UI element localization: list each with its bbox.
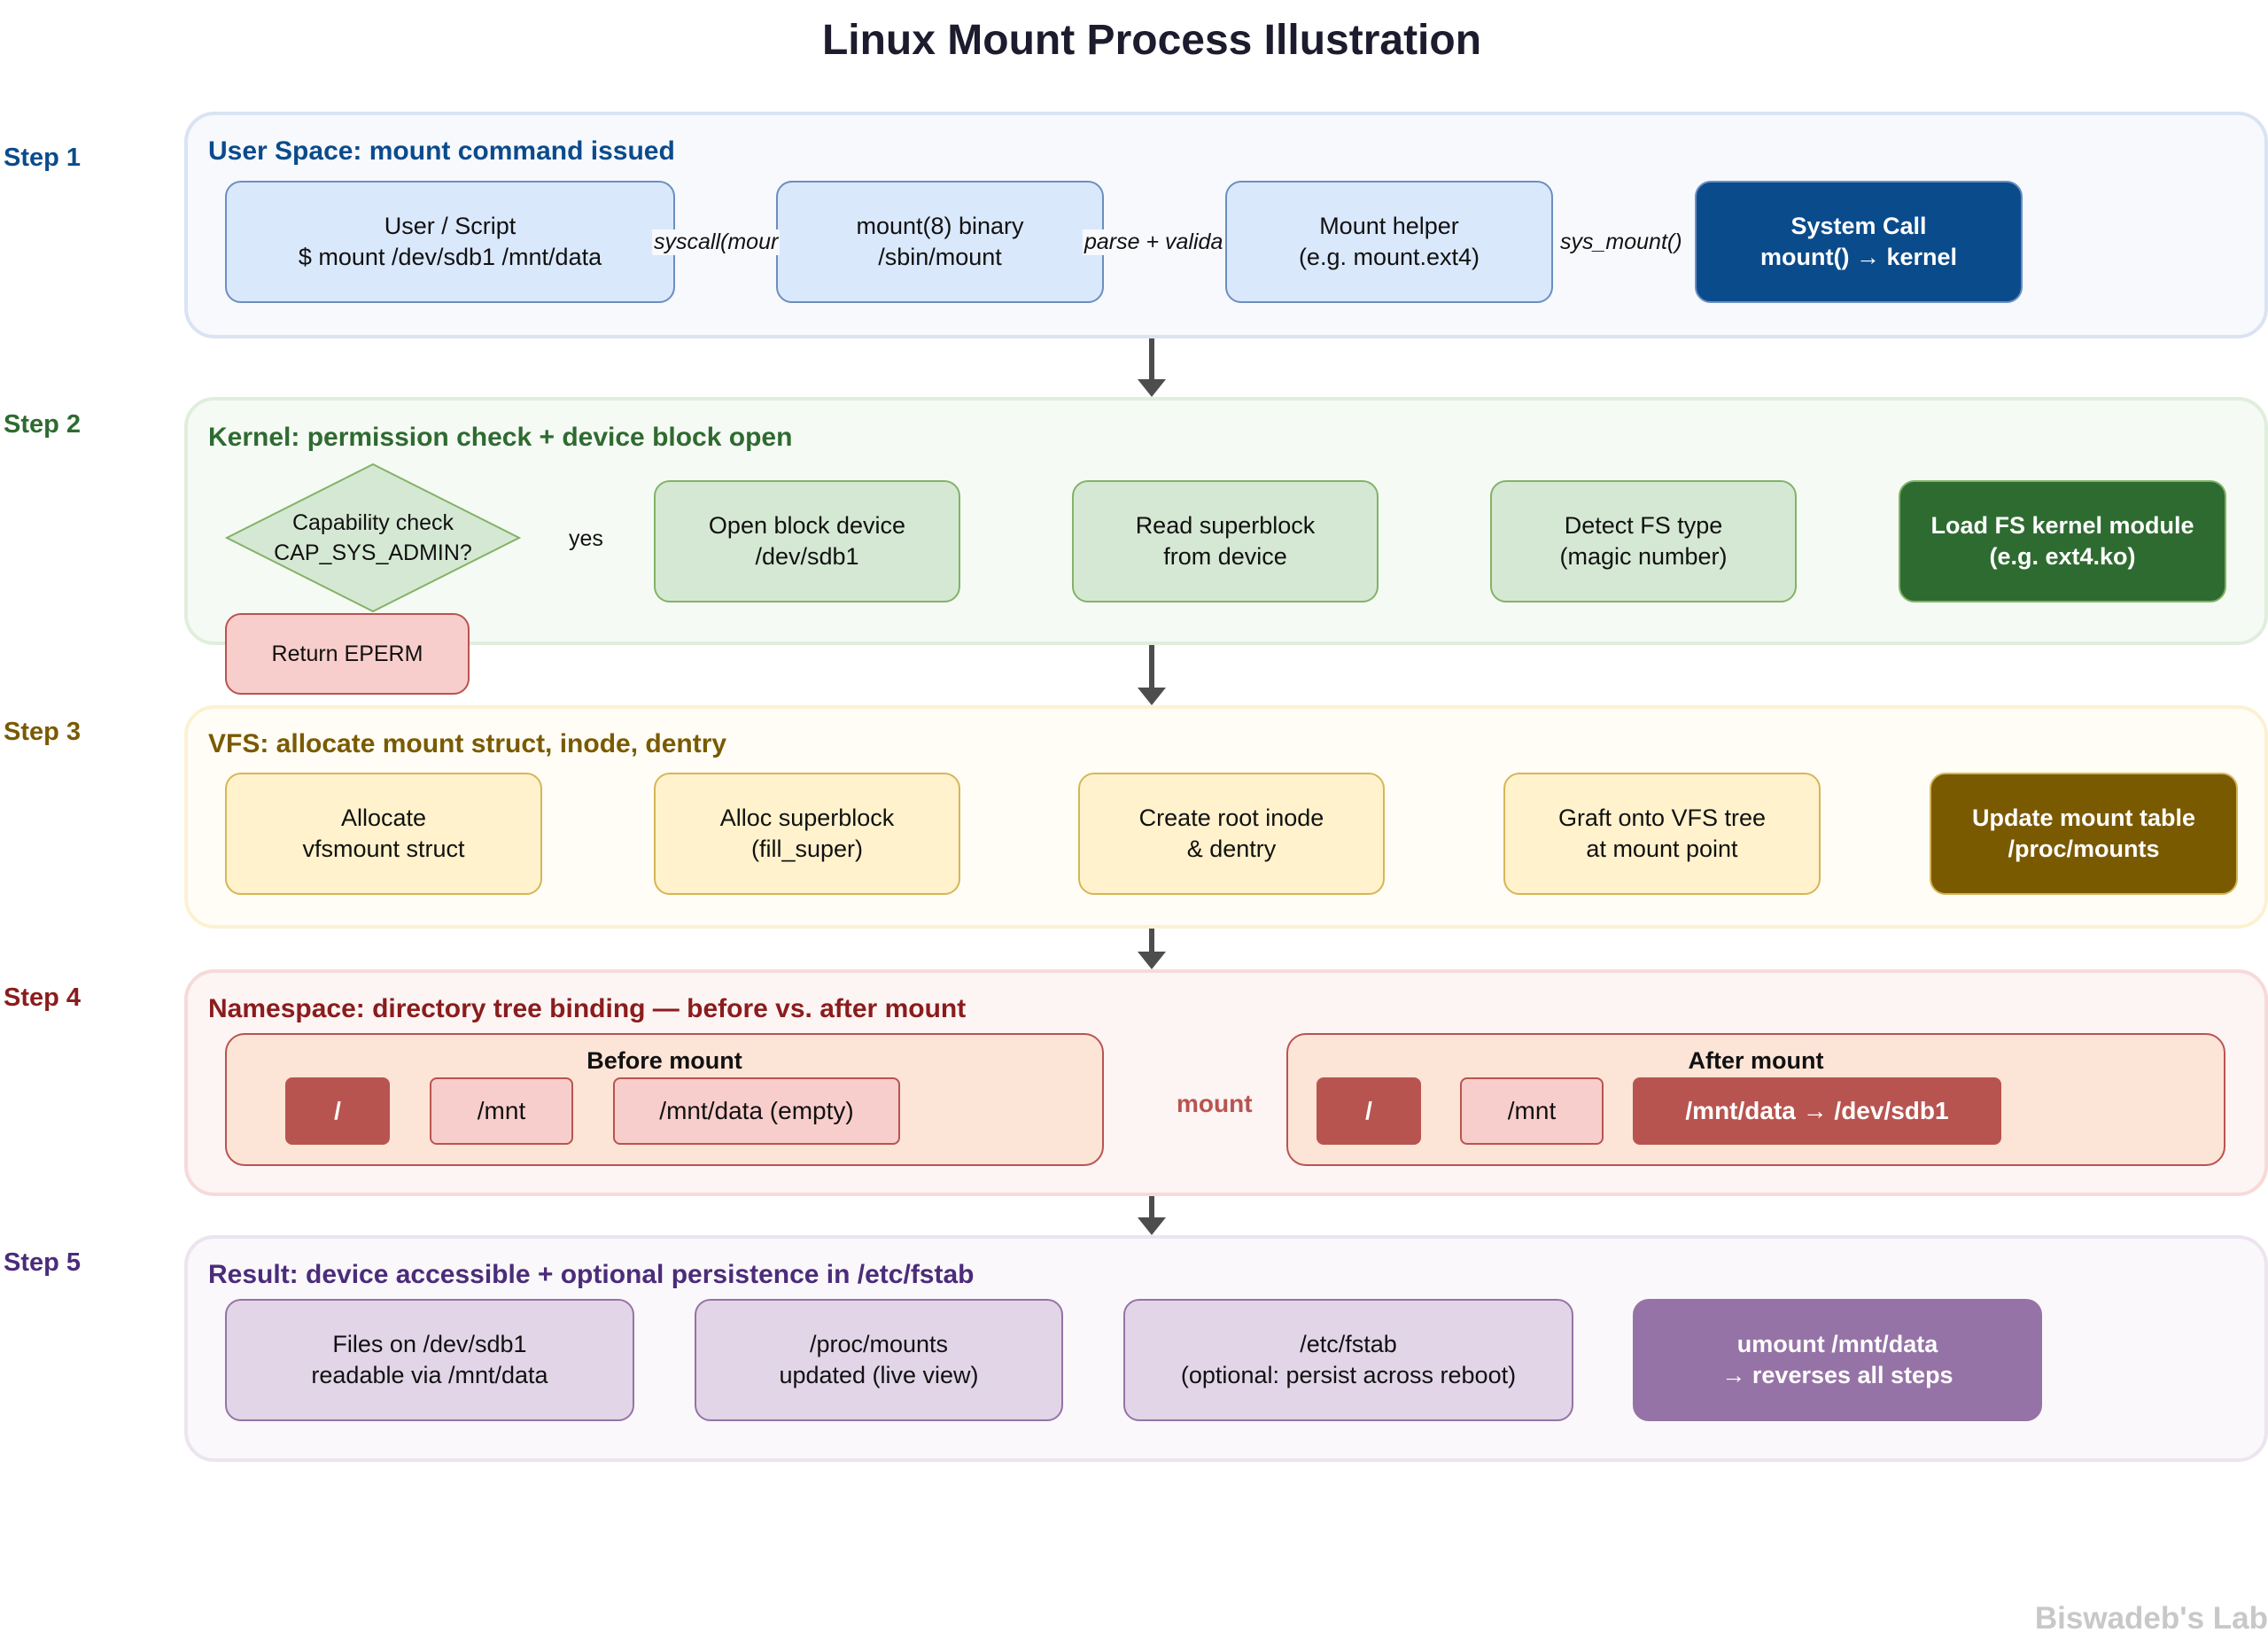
before-tree-mnt: /mnt (430, 1077, 573, 1145)
node-read-superblock: Read superblock from device (1072, 480, 1379, 602)
node-files-readable: Files on /dev/sdb1 readable via /mnt/dat… (225, 1299, 634, 1421)
step-5-title: Result: device accessible + optional per… (208, 1260, 975, 1289)
step-3-label: Step 3 (4, 718, 82, 746)
after-mount-title: After mount (1688, 1047, 1824, 1074)
arrow-step3-to-step4 (1138, 929, 1166, 969)
node-mount-binary: mount(8) binary /sbin/mount (776, 181, 1104, 303)
step-5-label: Step 5 (4, 1248, 82, 1277)
step-4-title: Namespace: directory tree binding — befo… (208, 994, 967, 1023)
arrow-step4-to-step5 (1138, 1196, 1166, 1235)
node-open-block-device: Open block device /dev/sdb1 (654, 480, 960, 602)
edge-label-sys-mount: sys_mount() (1558, 229, 1684, 255)
edge-label-parse-validate: parse + valida (1083, 229, 1225, 255)
arrow-step1-to-step2 (1138, 338, 1166, 397)
before-tree-root: / (285, 1077, 390, 1145)
edge-label-yes: yes (567, 526, 605, 552)
node-umount: umount /mnt/data → reverses all steps (1633, 1299, 2042, 1421)
after-tree-mnt: /mnt (1460, 1077, 1604, 1145)
after-tree-mnt-data: /mnt/data → /dev/sdb1 (1633, 1077, 2001, 1145)
decision-capability-check: Capability check CAP_SYS_ADMIN? (274, 510, 472, 565)
node-graft-vfs-tree: Graft onto VFS tree at mount point (1503, 773, 1821, 895)
step-3-title: VFS: allocate mount struct, inode, dentr… (208, 729, 727, 758)
node-return-eperm: Return EPERM (225, 613, 470, 695)
node-update-mount-table: Update mount table /proc/mounts (1930, 773, 2238, 895)
transition-mount-label: mount (1175, 1090, 1254, 1118)
node-detect-fs-type: Detect FS type (magic number) (1490, 480, 1797, 602)
diagram-title: Linux Mount Process Illustration (821, 17, 1482, 64)
node-alloc-superblock: Alloc superblock (fill_super) (654, 773, 960, 895)
node-user-script: User / Script $ mount /dev/sdb1 /mnt/dat… (225, 181, 675, 303)
edge-label-syscall: syscall(mour (652, 229, 781, 255)
node-system-call: System Call mount() → kernel (1695, 181, 2023, 303)
step-1-label: Step 1 (4, 144, 82, 172)
before-tree-mnt-data: /mnt/data (empty) (613, 1077, 900, 1145)
step-1-title: User Space: mount command issued (208, 136, 675, 166)
footer-credit: Biswadeb's Lab (2034, 1601, 2268, 1636)
step-4-label: Step 4 (4, 983, 82, 1012)
step-2-title: Kernel: permission check + device block … (208, 423, 793, 452)
node-etc-fstab: /etc/fstab (optional: persist across reb… (1123, 1299, 1573, 1421)
step-2-label: Step 2 (4, 410, 82, 439)
node-proc-mounts: /proc/mounts updated (live view) (695, 1299, 1063, 1421)
node-load-fs-module: Load FS kernel module (e.g. ext4.ko) (1899, 480, 2226, 602)
node-mount-helper: Mount helper (e.g. mount.ext4) (1225, 181, 1553, 303)
arrow-step2-to-step3 (1138, 645, 1166, 705)
before-mount-title: Before mount (586, 1047, 742, 1074)
node-create-root-inode: Create root inode & dentry (1078, 773, 1385, 895)
decision-diamond (225, 463, 521, 613)
node-allocate-vfsmount: Allocate vfsmount struct (225, 773, 542, 895)
after-tree-root: / (1317, 1077, 1421, 1145)
